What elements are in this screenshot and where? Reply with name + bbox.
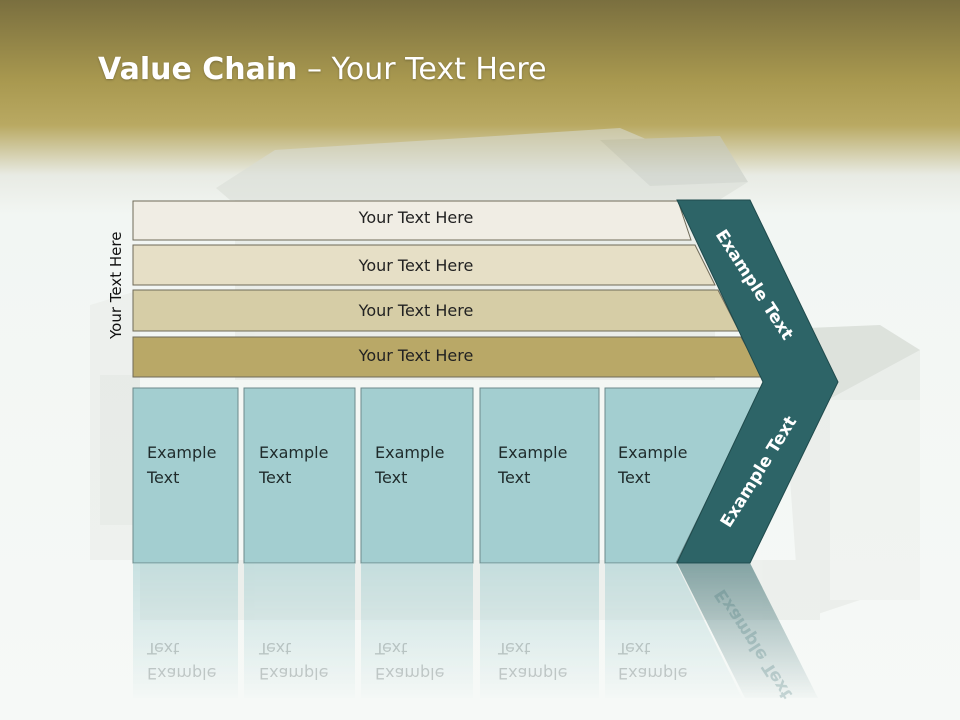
cell-reflection-box-4 [480,563,599,698]
row-label-2: Your Text Here [358,256,474,275]
title-rest: – Your Text Here [297,52,547,87]
cell-box-4 [479,387,600,564]
row-bar-2 [132,244,716,286]
slide-title: Value Chain – Your Text Here [98,52,547,87]
title-bold: Value Chain [98,52,298,87]
reflection-group [133,563,818,698]
cell-reflection-box-2 [244,563,355,698]
cell-box-1 [132,387,239,564]
chevron-reflection [677,563,818,698]
cell-reflection-box-3 [361,563,473,698]
row-bar-1 [132,200,692,241]
row-label-3: Your Text Here [358,301,474,320]
cell-reflection-box-1 [133,563,238,698]
row-label-1: Your Text Here [358,208,474,227]
cell-reflection-box-5 [605,563,742,698]
row-label-4: Your Text Here [358,346,474,365]
cell-box-2 [243,387,356,564]
cell-box-3 [360,387,474,564]
